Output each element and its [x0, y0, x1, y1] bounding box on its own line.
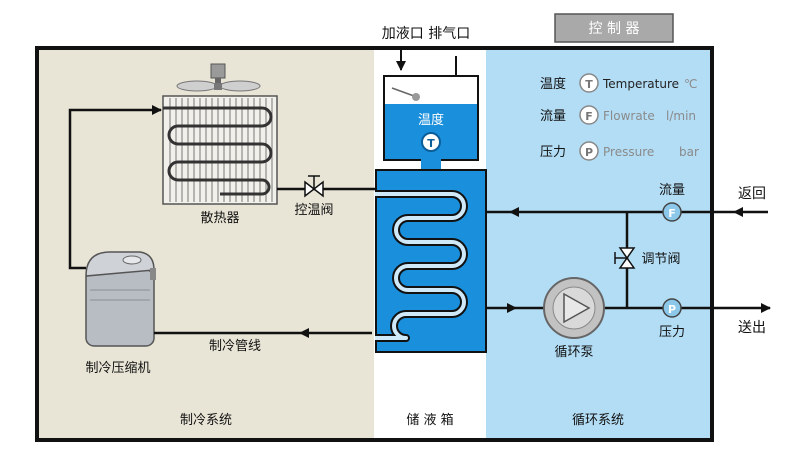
svg-text:l/min: l/min — [666, 109, 696, 123]
flow-label: 流量 — [659, 183, 685, 198]
circ-system-label: 循环系统 — [572, 413, 624, 428]
refrig-system-label: 制冷系统 — [180, 413, 232, 428]
svg-text:P: P — [585, 146, 593, 159]
return-label: 返回 — [738, 186, 766, 202]
pump-icon — [543, 277, 605, 339]
float-ball — [412, 93, 420, 101]
pump-label: 循环泵 — [554, 345, 593, 360]
svg-text:温度: 温度 — [540, 76, 566, 92]
radiator — [162, 95, 278, 205]
svg-text:T: T — [585, 78, 593, 91]
tank-label: 储 液 箱 — [406, 412, 453, 428]
radiator-label: 散热器 — [200, 211, 239, 226]
fill-vent-label: 加液口 排气口 — [382, 26, 470, 42]
compressor — [85, 251, 156, 347]
svg-text:压力: 压力 — [540, 145, 566, 160]
temp-control-valve-label: 控温阀 — [294, 203, 333, 218]
radiator-coil — [163, 106, 273, 196]
svg-text:F: F — [668, 207, 676, 220]
outer-frame — [35, 46, 714, 442]
flow-gauge: F — [662, 202, 682, 222]
float-arm — [391, 87, 415, 97]
radiator-fins — [169, 98, 273, 202]
legend: 温度 T Temperature ℃ 流量 F Flowrate l/min 压… — [540, 73, 699, 161]
storage-tank — [375, 169, 487, 353]
compressor-label: 制冷压缩机 — [85, 360, 150, 376]
svg-text:F: F — [585, 110, 593, 123]
svg-text:Temperature: Temperature — [602, 77, 679, 91]
legend-temperature: 温度 T Temperature ℃ — [540, 73, 697, 93]
pressure-gauge: P — [662, 298, 682, 318]
regulating-valve-icon — [614, 247, 636, 269]
refrig-pipe-label: 制冷管线 — [209, 339, 261, 354]
expansion-tank: 温度 T — [383, 75, 479, 161]
controller-label: 控 制 器 — [589, 21, 640, 37]
svg-text:T: T — [427, 137, 435, 150]
pressure-label: 压力 — [659, 325, 685, 340]
legend-flowrate: 流量 F Flowrate l/min — [540, 105, 696, 125]
svg-text:Flowrate: Flowrate — [603, 109, 655, 123]
temp-control-valve-icon — [304, 175, 324, 198]
refrigeration-pipes — [68, 105, 376, 338]
svg-text:流量: 流量 — [540, 109, 566, 124]
controller-box: 控 制 器 — [554, 13, 674, 43]
tank-neck — [421, 159, 441, 171]
legend-pressure: 压力 P Pressure bar — [540, 141, 699, 161]
fan-icon — [176, 63, 261, 92]
tank-temp-label: 温度 — [418, 112, 444, 128]
svg-text:P: P — [668, 303, 676, 316]
tank-temp-gauge: T — [421, 132, 441, 152]
svg-text:bar: bar — [679, 145, 699, 159]
svg-text:℃: ℃ — [684, 77, 697, 91]
svg-text:Pressure: Pressure — [603, 145, 654, 159]
regulating-valve-label: 调节阀 — [641, 252, 680, 267]
outlet-label: 送出 — [738, 320, 766, 336]
